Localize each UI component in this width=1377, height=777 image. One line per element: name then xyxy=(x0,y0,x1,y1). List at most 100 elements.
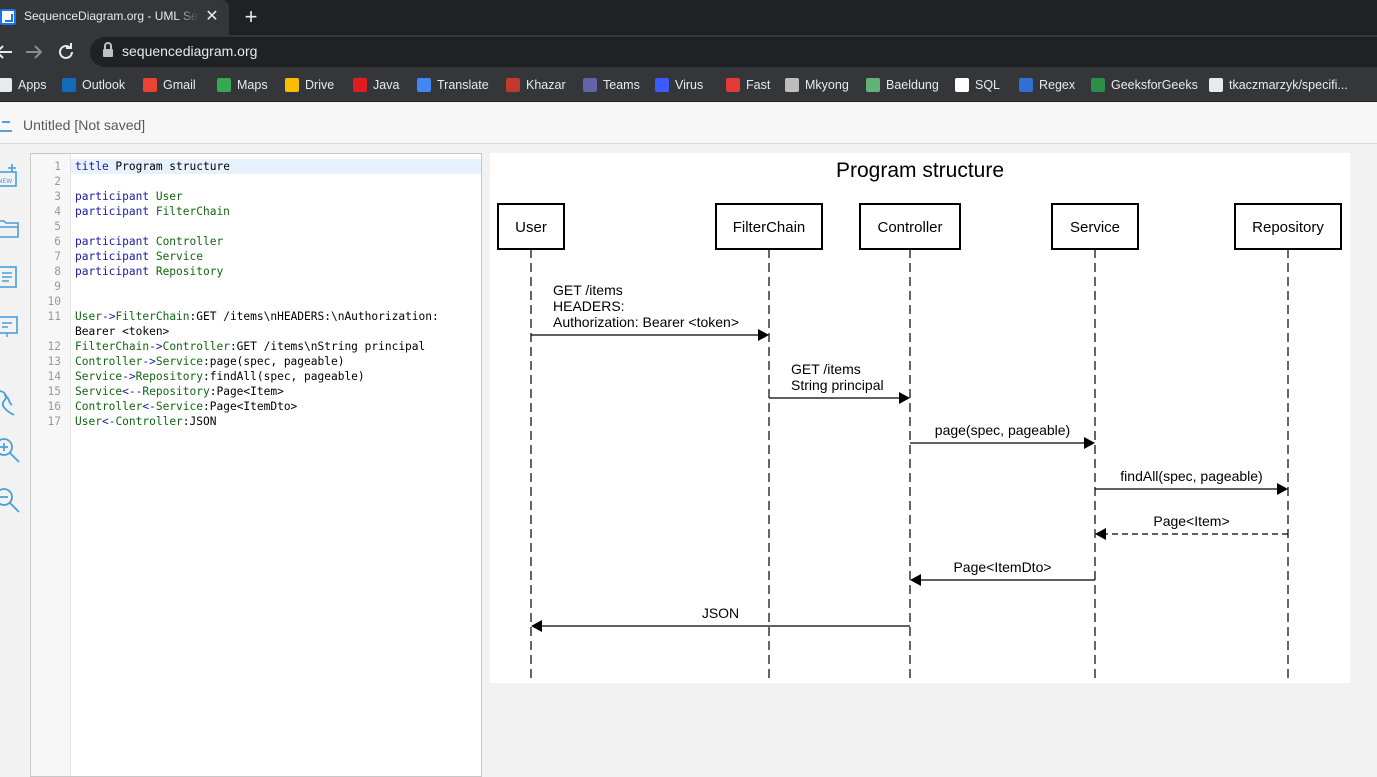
code-token: Service xyxy=(75,385,123,398)
tab-close-icon[interactable]: ✕ xyxy=(205,8,219,25)
forward-arrow-icon[interactable] xyxy=(22,40,46,64)
line-number: 8 xyxy=(54,265,61,278)
baeldung-icon xyxy=(866,78,880,92)
bookmark-drive[interactable]: Drive xyxy=(285,76,334,94)
line-number: 15 xyxy=(47,385,61,398)
code-line[interactable]: Bearer <token> xyxy=(75,324,169,339)
bookmark-label: tkaczmarzyk/specifi... xyxy=(1229,78,1348,92)
sequencediagram-favicon-icon xyxy=(0,9,16,25)
participant-box-service xyxy=(1051,203,1139,250)
document-icon[interactable] xyxy=(0,263,22,291)
line-number: 7 xyxy=(54,250,61,263)
line-number: 10 xyxy=(47,295,61,308)
zoom-in-icon[interactable] xyxy=(0,437,22,465)
open-folder-icon[interactable] xyxy=(0,213,22,241)
bookmark-mkyong[interactable]: Mkyong xyxy=(785,76,849,94)
diagram-doc-icon xyxy=(0,114,12,132)
code-token: User xyxy=(75,310,102,323)
reload-icon[interactable] xyxy=(54,40,78,64)
participant-box-filterchain xyxy=(715,203,823,250)
regex-icon xyxy=(1019,78,1033,92)
address-bar[interactable]: sequencediagram.org xyxy=(90,37,1377,67)
bookmark-regex[interactable]: Regex xyxy=(1019,76,1075,94)
document-title[interactable]: Untitled [Not saved] xyxy=(23,117,146,133)
browser-tab-active[interactable]: SequenceDiagram.org - UML Sequence Diagr… xyxy=(0,0,229,35)
bookmark-tkaczmarzyk-specifi[interactable]: tkaczmarzyk/specifi... xyxy=(1209,76,1348,94)
active-line-highlight xyxy=(71,159,481,174)
bookmark-label: GeeksforGeeks xyxy=(1111,78,1198,92)
drive-icon xyxy=(285,78,299,92)
message-label: findAll(spec, pageable) xyxy=(1120,468,1262,484)
virus-icon xyxy=(655,78,669,92)
bookmark-khazar[interactable]: Khazar xyxy=(506,76,566,94)
bookmark-geeksforgeeks[interactable]: GeeksforGeeks xyxy=(1091,76,1198,94)
code-token: Service xyxy=(155,355,203,368)
line-number: 14 xyxy=(47,370,61,383)
message-label: Page<ItemDto> xyxy=(953,559,1051,575)
bookmark-label: Mkyong xyxy=(805,78,849,92)
bookmark-fast[interactable]: Fast xyxy=(726,76,770,94)
participant-label-service: Service xyxy=(1070,219,1120,236)
code-token: Service xyxy=(149,250,203,263)
bookmark-outlook[interactable]: Outlook xyxy=(62,76,125,94)
code-token: Controller xyxy=(149,235,224,248)
bookmark-baeldung[interactable]: Baeldung xyxy=(866,76,939,94)
bookmarks-bar: Apps Outlook Gmail Maps Drive Java Translate Kh… xyxy=(0,69,1377,102)
apps-icon xyxy=(0,78,12,92)
translate-icon xyxy=(417,78,431,92)
code-token: participant xyxy=(75,265,150,278)
message-arrowhead xyxy=(1277,483,1288,495)
message-arrowhead xyxy=(1095,528,1106,540)
bookmark-java[interactable]: Java xyxy=(353,76,399,94)
new-tab-button[interactable]: + xyxy=(244,4,258,29)
bookmark-label: Gmail xyxy=(163,78,196,92)
teams-icon xyxy=(583,78,597,92)
tab-title: SequenceDiagram.org - UML Sequence Diagr… xyxy=(24,9,199,23)
participant-box-user xyxy=(497,203,565,250)
bookmark-label: SQL xyxy=(975,78,1001,92)
bookmark-teams[interactable]: Teams xyxy=(583,76,640,94)
code-token: FilterChain xyxy=(149,205,230,218)
bookmark-label: Drive xyxy=(305,78,335,92)
code-token: <- xyxy=(101,415,116,428)
outlook-icon xyxy=(62,78,76,92)
bookmark-gmail[interactable]: Gmail xyxy=(143,76,196,94)
bookmark-virus[interactable]: Virus xyxy=(655,76,703,94)
message-label: page(spec, pageable) xyxy=(935,422,1070,438)
bookmark-maps[interactable]: Maps xyxy=(217,76,268,94)
code-token: :JSON xyxy=(182,415,217,428)
bookmark-label: Apps xyxy=(18,78,47,92)
geeksforgeeks-icon xyxy=(1091,78,1105,92)
message-arrowhead xyxy=(758,329,769,341)
bookmark-label: Virus xyxy=(675,78,704,92)
bookmark-apps[interactable]: Apps xyxy=(0,76,47,94)
line-number: 5 xyxy=(54,220,61,233)
bookmark-label: Java xyxy=(373,78,400,92)
zoom-out-icon[interactable] xyxy=(0,487,22,515)
bookmark-translate[interactable]: Translate xyxy=(417,76,489,94)
bookmark-sql[interactable]: SQL xyxy=(955,76,1000,94)
code-token: FilterChain xyxy=(75,340,150,353)
participant-box-repository xyxy=(1234,203,1342,250)
tab-strip: SequenceDiagram.org - UML Sequence Diagr… xyxy=(0,0,1377,35)
tool-rail: NEW xyxy=(0,145,30,777)
share-icon[interactable] xyxy=(0,387,22,416)
back-arrow-icon[interactable] xyxy=(0,40,16,64)
new-diagram-icon[interactable]: NEW xyxy=(0,162,22,190)
presentation-icon[interactable] xyxy=(0,313,22,341)
